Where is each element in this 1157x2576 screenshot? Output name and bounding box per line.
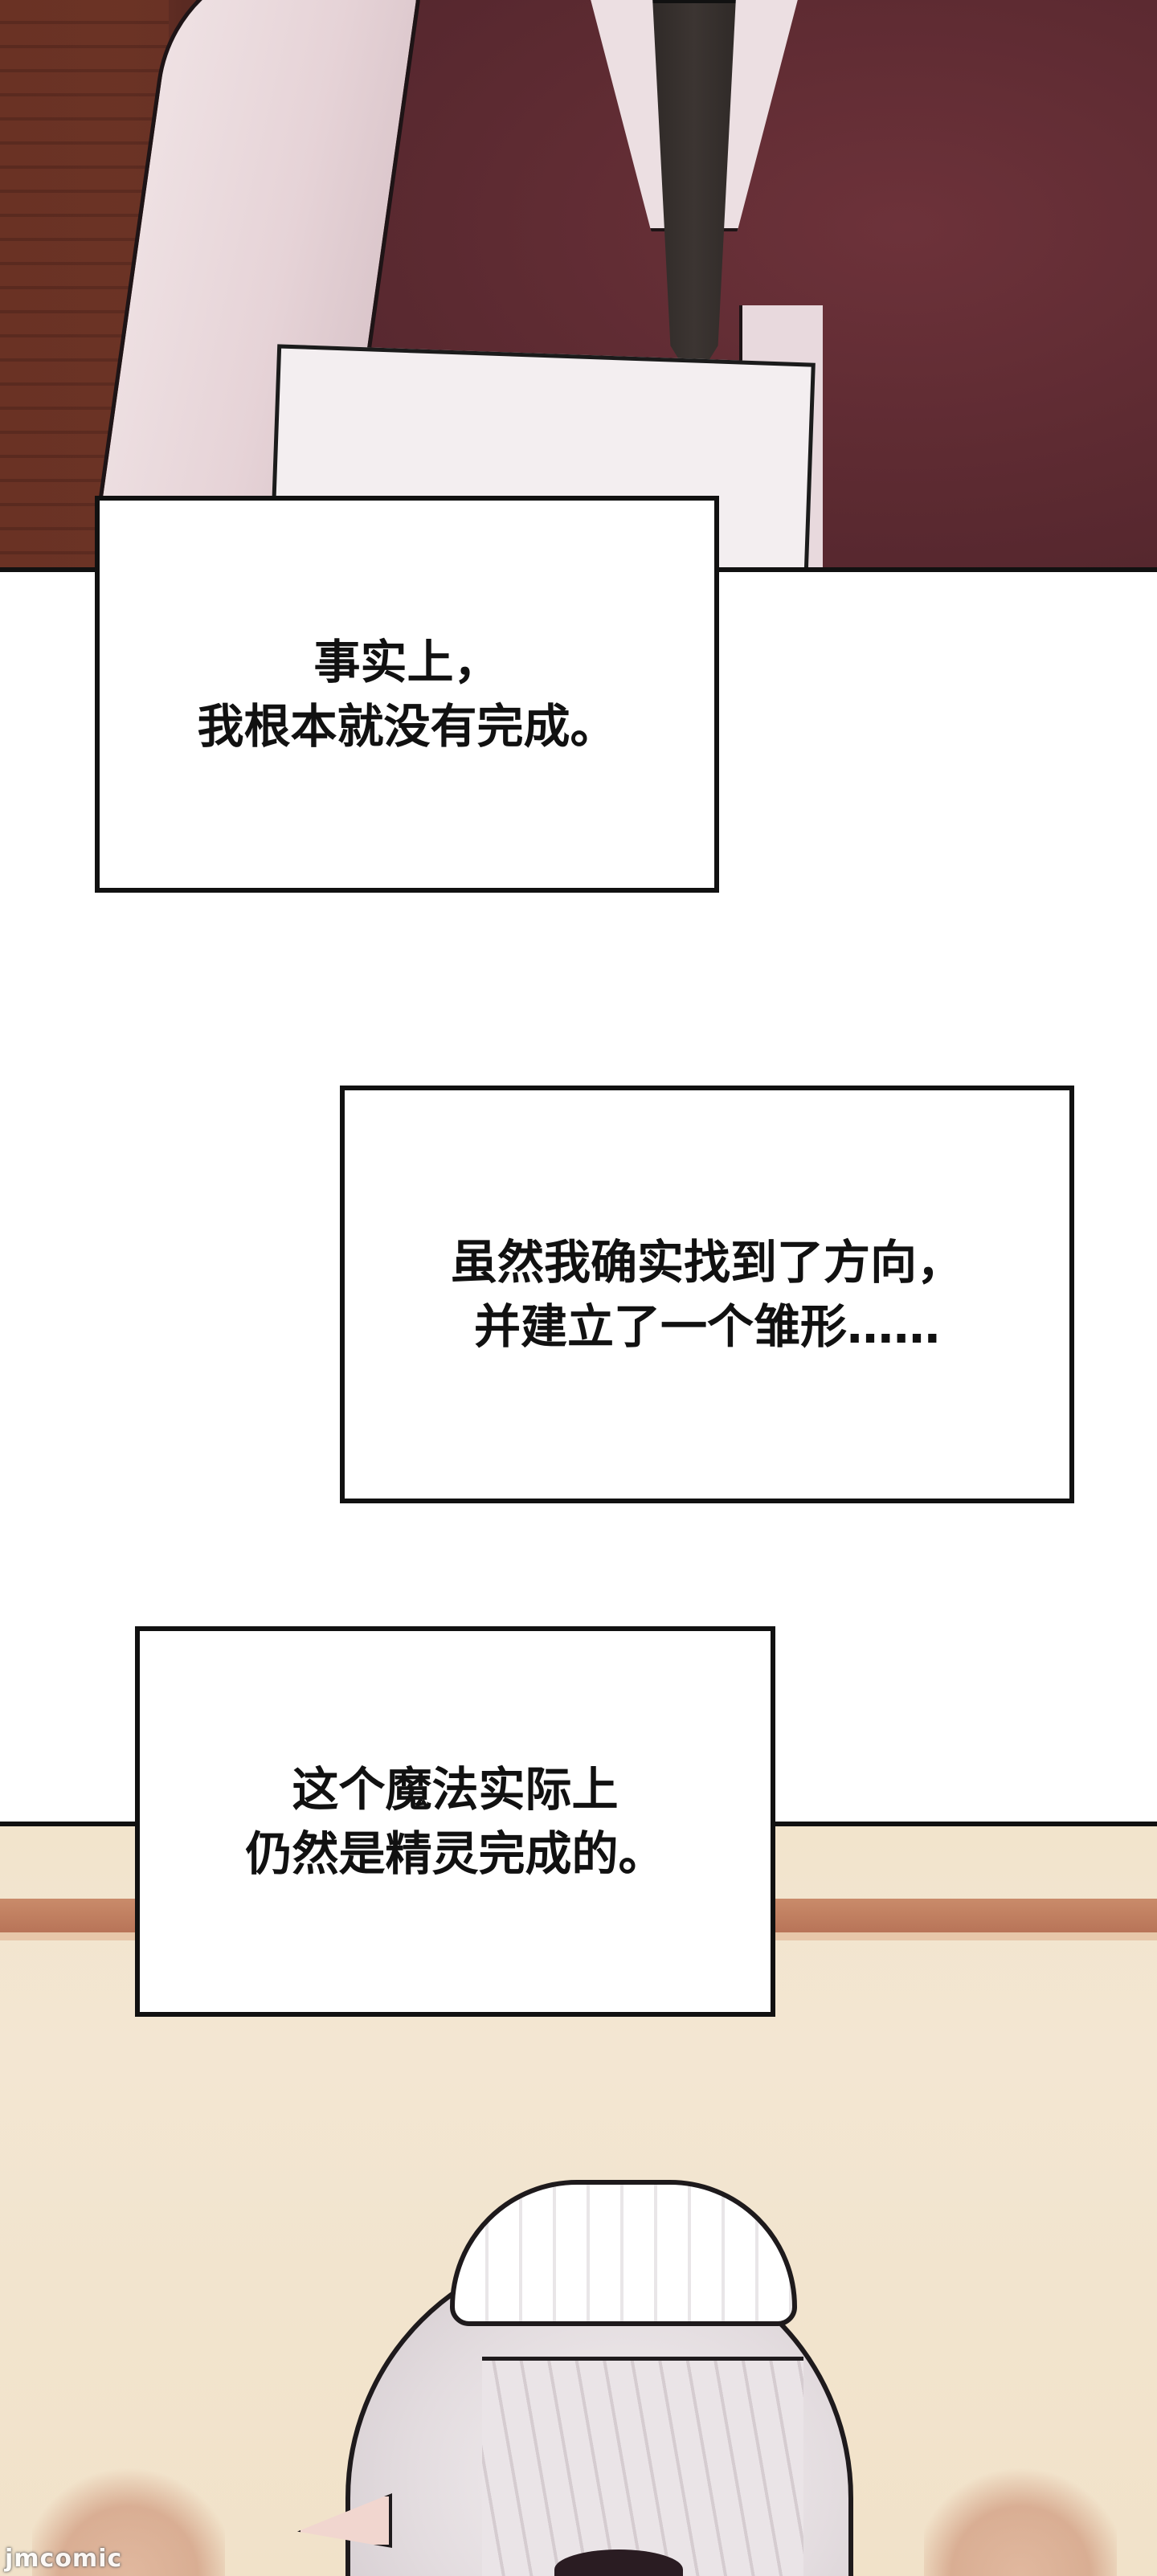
wall-ornament [924,2455,1117,2576]
watermark: jmcomic [5,2545,123,2573]
caption-box: 虽然我确实找到了方向， 并建立了一个雏形…… [340,1086,1074,1503]
caption-text: 事实上， 我根本就没有完成。 [197,634,617,754]
top-panel-office-scene [0,0,1157,572]
caption-text: 虽然我确实找到了方向， 并建立了一个雏形…… [450,1234,963,1354]
caption-box: 这个魔法实际上 仍然是精灵完成的。 [135,1626,775,2017]
caption-text: 这个魔法实际上 仍然是精灵完成的。 [245,1761,665,1881]
wall-ornament [32,2455,225,2576]
maid-headband [450,2180,797,2326]
caption-box: 事实上， 我根本就没有完成。 [95,496,719,893]
elf-ear [297,2493,392,2548]
hair-bangs [482,2357,803,2576]
